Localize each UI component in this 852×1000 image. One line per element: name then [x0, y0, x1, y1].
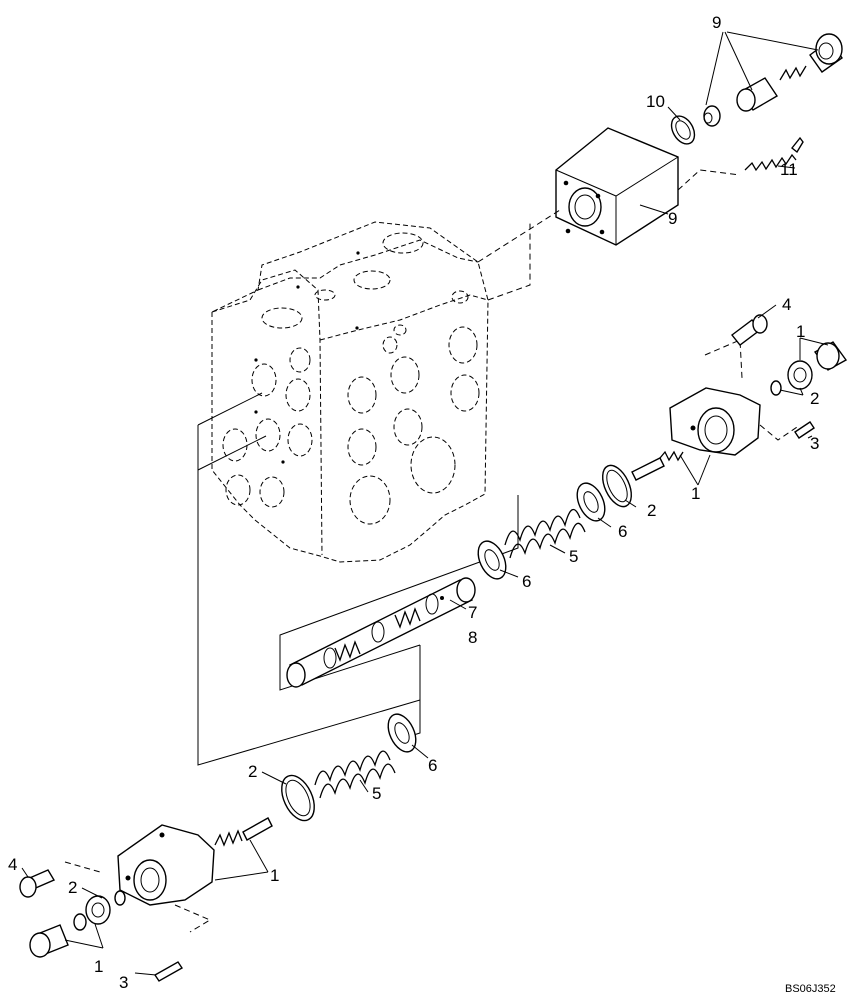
callout-7: 7: [468, 603, 477, 622]
callout-1-left-bottom: 1: [94, 957, 103, 976]
spring-cap-right: [669, 339, 801, 456]
spool-spring-lower: [314, 750, 396, 799]
valve-body-housing: [211, 221, 489, 563]
callout-2-right-mid: 2: [647, 501, 656, 520]
plug-assembly-left: [29, 890, 126, 958]
callout-6-upper: 6: [618, 522, 627, 541]
o-ring-lower: [281, 774, 315, 822]
callout-5-lower: 5: [372, 784, 381, 803]
callout-2-right-top: 2: [810, 389, 819, 408]
control-spool: [286, 577, 476, 688]
pilot-pin-right: [631, 450, 684, 481]
spring-seat-lower: [387, 713, 417, 753]
callout-1-right: 1: [796, 322, 805, 341]
callout-5-upper: 5: [569, 547, 578, 566]
callout-1-left: 1: [270, 866, 279, 885]
callout-6-lower: 6: [428, 756, 437, 775]
assembly-guide-lines: [197, 392, 519, 766]
callout-3-right: 3: [810, 434, 819, 453]
callout-8: 8: [468, 628, 477, 647]
drawing-reference-code: BS06J352: [785, 983, 836, 995]
pilot-pin-left: [214, 817, 273, 847]
spring-seat-mid: [477, 540, 507, 580]
callout-10: 10: [646, 92, 665, 111]
callout-labels: 9 10 11 9 4 1 2 3 1 2 6 5 6 7 8 2 5 6 1 …: [8, 13, 819, 992]
callout-leaders: [21, 106, 829, 976]
fitting-right: [731, 314, 768, 346]
callout-9-block: 9: [668, 209, 677, 228]
fitting-left: [19, 869, 56, 898]
callout-9-top: 9: [712, 13, 721, 32]
callout-11: 11: [780, 160, 798, 179]
callout-2-lower: 2: [248, 762, 257, 781]
end-cap-block: [477, 127, 741, 301]
callout-1-right-bottom: 1: [691, 484, 700, 503]
screw-left: [153, 961, 184, 982]
screw-right: [794, 421, 815, 439]
relief-cartridge-parts: [703, 33, 843, 127]
o-ring-seal: [670, 115, 696, 145]
callout-4-left: 4: [8, 855, 17, 874]
callout-3-left: 3: [119, 973, 128, 992]
spring-cap-left: [64, 824, 215, 933]
spring-seat-upper: [576, 482, 606, 522]
o-ring-right: [601, 464, 633, 508]
callout-4-right: 4: [782, 295, 791, 314]
plug-assembly-right: [770, 341, 848, 396]
spool-spring-upper: [504, 508, 586, 559]
callout-6-mid: 6: [522, 572, 531, 591]
cap-screw: [744, 136, 804, 172]
callout-2-left: 2: [68, 878, 77, 897]
